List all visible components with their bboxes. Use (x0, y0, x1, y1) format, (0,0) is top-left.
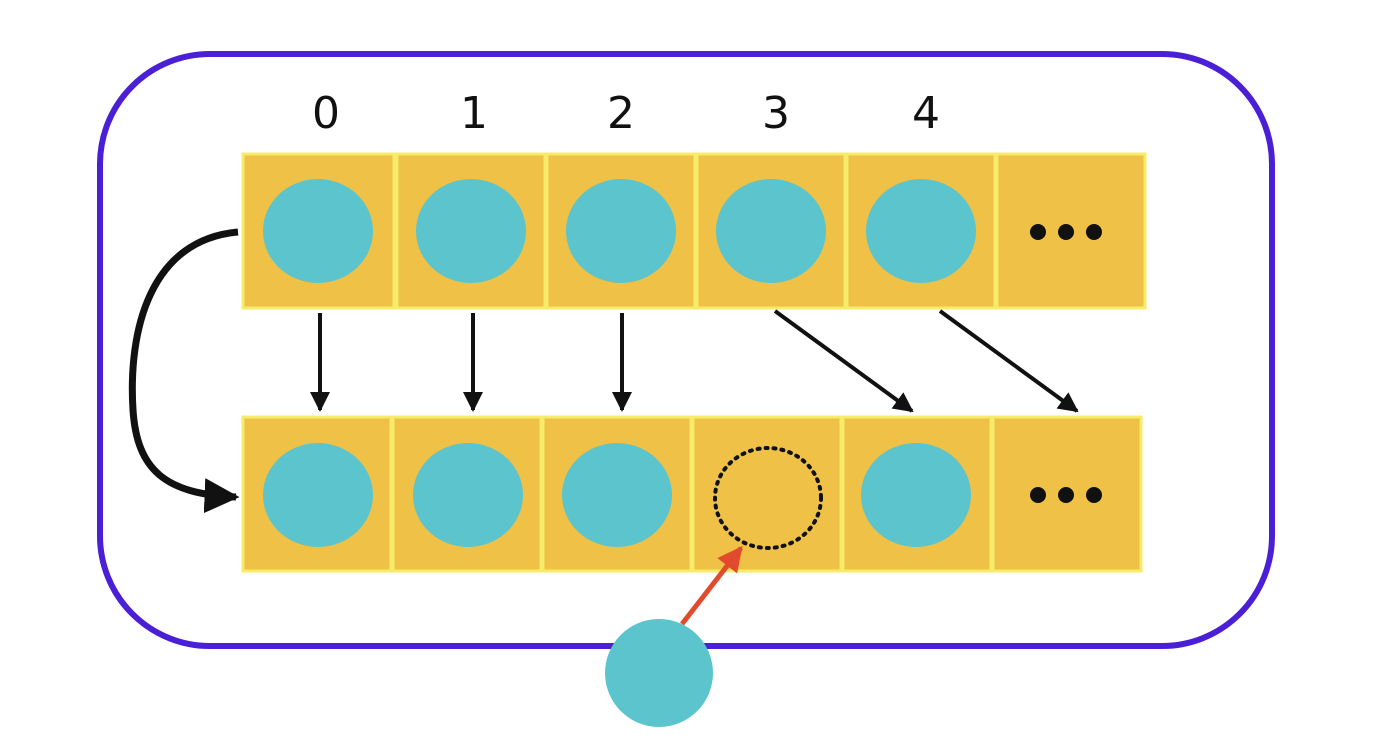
ellipsis-icon (1030, 224, 1102, 240)
element-circle (566, 179, 676, 283)
top-array-row (241, 152, 1147, 310)
curved-arrow (128, 228, 240, 514)
array-cell (691, 415, 843, 573)
bottom-array-row (241, 415, 1143, 573)
element-circle (562, 443, 672, 547)
element-circle (263, 179, 373, 283)
insert-arrow (680, 546, 743, 626)
index-label-4: 4 (912, 88, 940, 139)
copy-arrows (128, 228, 1079, 514)
index-label-1: 1 (460, 88, 488, 139)
shift-arrow (938, 309, 1079, 413)
element-circle (416, 179, 526, 283)
shift-arrow (773, 309, 914, 413)
element-circle (263, 443, 373, 547)
element-circle (866, 179, 976, 283)
index-labels: 0 1 2 3 4 (312, 88, 940, 139)
index-label-2: 2 (607, 88, 635, 139)
element-circle (861, 443, 971, 547)
inserted-element-circle (605, 619, 713, 727)
index-label-0: 0 (312, 88, 340, 139)
empty-slot-circle (713, 446, 823, 550)
ellipsis-icon (1030, 487, 1102, 503)
element-circle (716, 179, 826, 283)
index-label-3: 3 (762, 88, 790, 139)
element-circle (413, 443, 523, 547)
